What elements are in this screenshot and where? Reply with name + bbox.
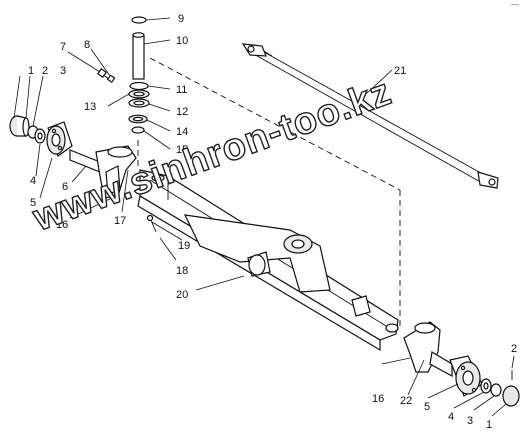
callout-18: 18	[176, 265, 188, 277]
leader-lines	[13, 17, 515, 417]
callout-21: 21	[394, 65, 406, 77]
callout-8: 8	[84, 39, 90, 51]
ring-15	[131, 126, 145, 134]
center-pivot-bracket	[146, 214, 331, 293]
callout-17: 17	[114, 215, 126, 227]
right-nut-3	[490, 383, 502, 397]
callout-13: 13	[84, 101, 96, 113]
callout-1-left: 1	[28, 65, 34, 77]
callout-3-left: 3	[60, 65, 66, 77]
pin-10	[132, 34, 145, 80]
callout-1-right: 1	[486, 419, 492, 431]
callout-5-right: 5	[424, 401, 430, 413]
callout-12: 12	[176, 106, 188, 118]
callout-14: 14	[176, 126, 188, 138]
bolt-7-8	[96, 67, 116, 84]
callout-10: 10	[176, 35, 188, 47]
callout-11: 11	[176, 84, 187, 96]
right-knuckle	[403, 321, 453, 378]
right-hub-assembly	[449, 355, 520, 407]
callout-19: 19	[178, 240, 190, 252]
washer-11	[129, 81, 149, 91]
assembly-line-top	[149, 57, 401, 191]
callout-9: 9	[178, 13, 184, 25]
callout-2-right: 2	[511, 343, 517, 355]
tie-rod	[241, 43, 499, 189]
callout-20: 20	[176, 289, 188, 301]
callout-4-left: 4	[30, 175, 36, 187]
callout-labels: 1 2 3 4 5 6 7 8 9 10 11 12 13 14 15 16 1…	[28, 13, 517, 431]
callout-4-right: 4	[448, 411, 454, 423]
callout-3-right: 3	[467, 415, 473, 427]
callout-16-right: 16	[372, 393, 384, 405]
right-dust-cap-1	[502, 385, 520, 407]
callout-5-left: 5	[30, 197, 36, 209]
pivot-pin-stack	[128, 16, 150, 134]
callout-6: 6	[62, 181, 68, 193]
left-hub-assembly	[9, 115, 101, 173]
left-spindle-6	[69, 149, 101, 173]
callout-15: 15	[176, 144, 188, 156]
callout-22: 22	[400, 395, 412, 407]
callout-7: 7	[60, 41, 66, 53]
callout-2-left: 2	[42, 65, 48, 77]
left-knuckle	[95, 145, 137, 199]
callout-16-left: 16	[56, 219, 68, 231]
cap-9	[131, 16, 147, 24]
corner-mark: —	[511, 0, 519, 9]
